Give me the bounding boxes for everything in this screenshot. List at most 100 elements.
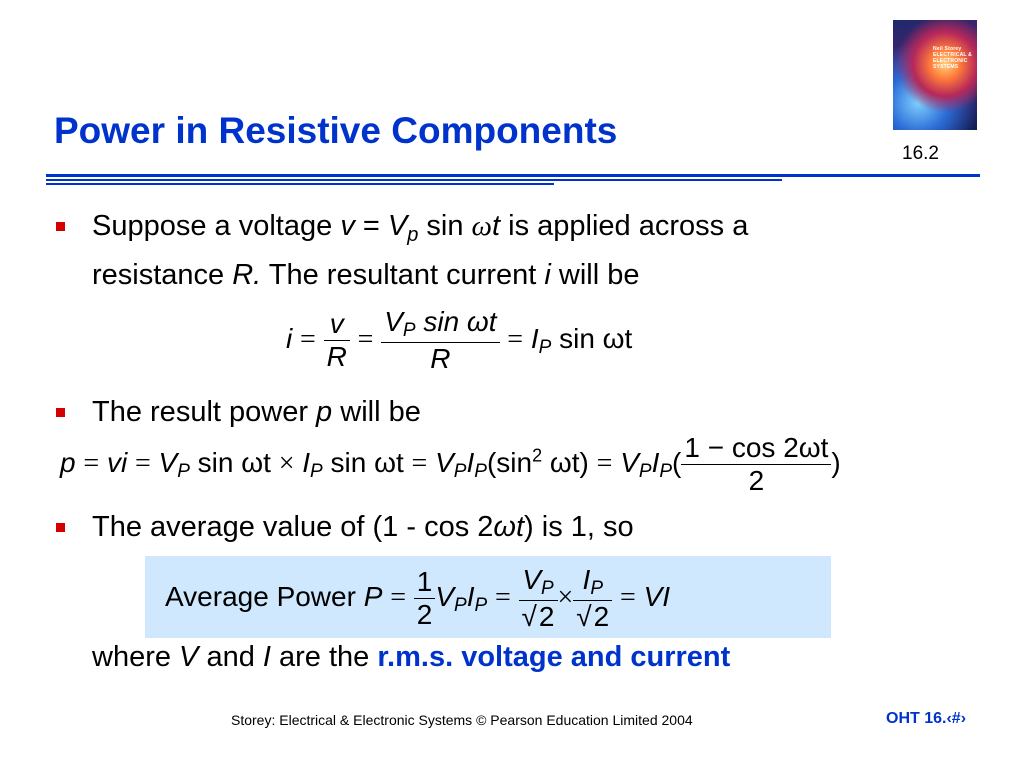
eq-p: p xyxy=(60,446,76,478)
eq-p-equals-4: = xyxy=(596,447,613,479)
avg-V: V xyxy=(435,580,455,612)
bullet-3-text-a: The average value of (1 - cos 2 xyxy=(92,511,494,543)
eq-equals-2: = xyxy=(357,323,374,355)
avg-I: I xyxy=(466,580,475,612)
frac-den-root2-b: √2 xyxy=(573,600,613,633)
eq-p-sub-P4: P xyxy=(474,460,487,482)
avg-frac-I: I xyxy=(582,564,591,595)
frac-den-2b: 2 xyxy=(413,598,436,631)
eq-p-sub-P5: P xyxy=(638,460,652,482)
avg-P: P xyxy=(363,580,383,612)
var-t: t xyxy=(492,210,501,242)
var-omega-t: ωt xyxy=(493,511,525,543)
equation-current: i = v R = VP sin ωt R = IP sin ωt xyxy=(286,306,632,375)
eq-p-V: V xyxy=(158,446,178,478)
equals-sign: = xyxy=(354,210,388,242)
eq-p-squared: 2 xyxy=(532,445,543,466)
frac-numerator-Vp-sinwt: VP sin ωt xyxy=(381,306,499,342)
title-rule-middle xyxy=(46,179,782,181)
bullet-2-line: The result power p will be xyxy=(92,396,421,429)
eq-sinwt: sin ωt xyxy=(415,306,497,337)
title-rule-bottom xyxy=(46,183,554,185)
eq-p-sub-P6: P xyxy=(659,460,673,482)
where-text-a: where xyxy=(92,641,180,673)
sub-p: p xyxy=(407,224,419,246)
var-R: R. xyxy=(232,259,262,291)
frac-denominator-R: R xyxy=(323,340,350,373)
bullet-1-line-2: resistance R. The resultant current i wi… xyxy=(92,259,640,292)
eq-sub-P: P xyxy=(402,320,416,341)
where-I: I xyxy=(262,641,271,673)
frac-num-Ip: IP xyxy=(573,564,612,600)
eq-p-paren-open: ( xyxy=(672,446,682,478)
avg-times: × xyxy=(557,581,574,613)
eq-p-I2: I xyxy=(466,446,475,478)
eq-V: V xyxy=(384,306,403,337)
eq-p-I: I xyxy=(302,446,311,478)
eq-p-equals-1: = xyxy=(83,447,100,479)
bullet-3-text-b: ) is 1, so xyxy=(524,511,634,543)
omega-symbol: ω xyxy=(471,210,493,242)
slide-title: Power in Resistive Components xyxy=(54,110,618,151)
equation-power: p = vi = VP sin ωt × IP sin ωt = VPIP(si… xyxy=(60,432,841,497)
avg-equals-2: = xyxy=(494,581,511,613)
eq-p-equals-3: = xyxy=(411,447,428,479)
bullet-1-line-1: Suppose a voltage v = Vp sin ωt is appli… xyxy=(92,210,748,247)
book-cover-text: Neil Storey ELECTRICAL & ELECTRONIC SYST… xyxy=(933,46,972,70)
frac-num-Vp: VP xyxy=(519,564,558,600)
avg-equals-3: = xyxy=(620,581,636,613)
var-V: V xyxy=(387,210,408,242)
bullet-1-text-a: Suppose a voltage xyxy=(92,210,341,242)
fraction-Ip-over-root2: IP√2 xyxy=(573,564,613,633)
where-text-c: are the xyxy=(270,641,378,673)
book-cover-image: Neil Storey ELECTRICAL & ELECTRONIC SYST… xyxy=(893,20,977,130)
var-p: p xyxy=(316,396,333,428)
fraction-Vp-sinwt-over-R: VP sin ωt R xyxy=(381,306,500,375)
avg-VI: VI xyxy=(643,580,671,612)
where-V: V xyxy=(179,641,199,673)
sqrt-2-a: 2 xyxy=(536,600,555,632)
bullet-marker-2 xyxy=(56,408,65,417)
slide-number: 16.2 xyxy=(902,143,939,164)
bullet-2-text-a: The result power xyxy=(92,396,317,428)
frac-den-2: 2 xyxy=(681,464,832,497)
eq-p-equals-2: = xyxy=(134,447,151,479)
bullet-1-text-d: The resultant current xyxy=(261,259,545,291)
avg-frac-sub-P2: P xyxy=(590,578,603,599)
eq-p-times: × xyxy=(278,447,295,479)
eq-p-sinwt-2: sin ωt xyxy=(322,446,404,478)
frac-numerator-v: v xyxy=(329,308,344,339)
bullet-marker-3 xyxy=(56,523,65,532)
where-text-b: and xyxy=(198,641,263,673)
bullet-1-text-e: will be xyxy=(550,259,640,291)
average-power-label: Average Power xyxy=(165,580,356,612)
var-i: i xyxy=(544,259,551,291)
eq-p-sin-open: (sin xyxy=(486,446,533,478)
eq-i: i xyxy=(286,322,293,354)
footer-oht-number: OHT 16.‹#› xyxy=(886,710,967,727)
eq-p-paren-close: ) xyxy=(831,446,841,478)
where-line: where V and I are the r.m.s. voltage and… xyxy=(92,641,730,674)
eq-p-sub-P3: P xyxy=(453,460,467,482)
avg-frac-sub-P1: P xyxy=(541,578,554,599)
eq-p-sub-P2: P xyxy=(310,460,323,482)
rms-highlight: r.m.s. voltage and current xyxy=(377,641,731,673)
eq-p-V2: V xyxy=(435,446,454,478)
eq-p-sin-close: ωt) xyxy=(542,446,589,478)
bullet-1-text-b: is applied across a xyxy=(500,210,749,242)
frac-num-1-cos2wt: 1 − cos 2ωt xyxy=(684,432,829,463)
eq-p-V3: V xyxy=(620,446,639,478)
fraction-Vp-over-root2: VP√2 xyxy=(518,564,558,633)
eq-p-sinwt-1: sin ωt xyxy=(189,446,279,478)
title-rule-top xyxy=(46,174,980,177)
eq-equals-1: = xyxy=(300,323,316,355)
avg-sub-P2: P xyxy=(474,594,488,616)
frac-den-root2-a: √2 xyxy=(518,600,558,633)
sqrt-2-b: 2 xyxy=(591,600,610,632)
eq-p-sub-P1: P xyxy=(177,460,190,482)
avg-frac-V: V xyxy=(522,564,542,595)
